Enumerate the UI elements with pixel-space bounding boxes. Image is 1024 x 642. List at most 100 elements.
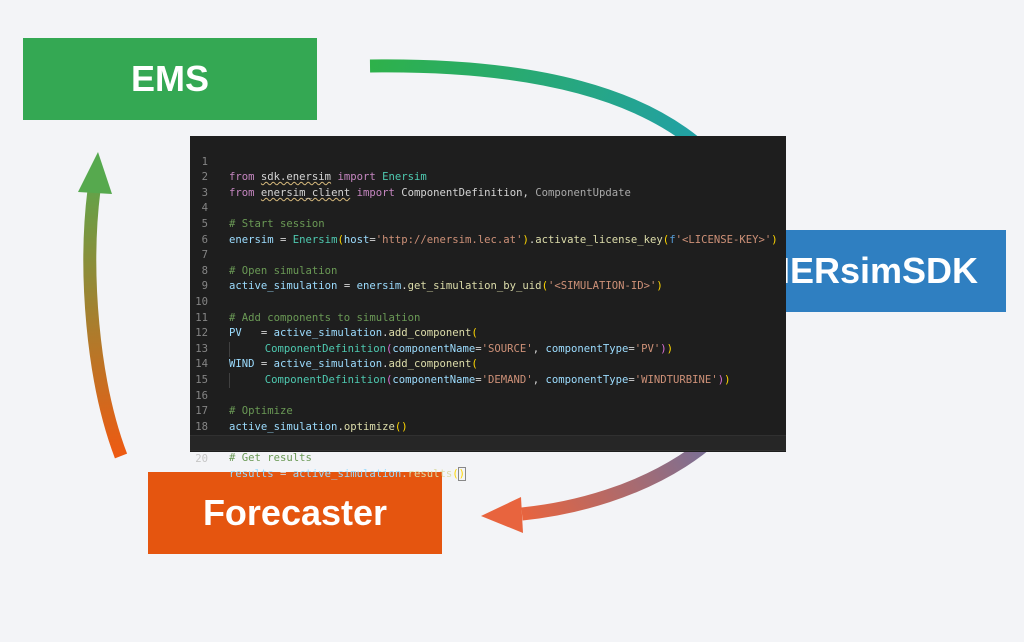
line-number: 2 [201, 171, 208, 184]
code-token: . [528, 233, 536, 246]
code-token: activate_license_key [535, 233, 663, 246]
code-line: 1 from sdk.enersim import Enersim [190, 139, 786, 184]
code-token: add_component [388, 327, 472, 340]
code-token: sdk.enersim [260, 171, 332, 184]
code-line: 17 active_simulation.optimize() [190, 389, 786, 433]
code-token: ) [771, 233, 778, 246]
line-number: 10 [195, 295, 208, 308]
code-token: ComponentDefinition [264, 373, 386, 386]
code-token: get_simulation_by_uid [407, 280, 542, 293]
ems-node: EMS [23, 38, 317, 120]
code-editor: 1 from sdk.enersim import Enersim 2 from… [190, 136, 786, 482]
line-number: 3 [201, 186, 208, 199]
code-token: ComponentUpdate [535, 186, 631, 199]
code-token: ComponentDefinition [264, 342, 386, 355]
code-token: componentType [545, 373, 629, 386]
line-number: 12 [195, 327, 208, 340]
code-token: = [369, 233, 376, 246]
code-line: 4 # Start session [190, 186, 786, 230]
line-number: 6 [201, 233, 208, 246]
code-token: , [532, 342, 546, 355]
code-token: host [343, 233, 370, 246]
code-line: 13 WIND = active_simulation.add_componen… [190, 326, 786, 371]
code-token: '<LICENSE-KEY>' [675, 233, 772, 246]
code-token: results [407, 468, 453, 481]
code-token: ( [662, 233, 670, 246]
code-token: ( [385, 342, 393, 355]
code-line: 8 active_simulation = enersim.get_simula… [190, 248, 786, 293]
line-number: 20 [195, 452, 208, 465]
code-token: . [401, 468, 408, 481]
code-token: ) [724, 373, 731, 386]
code-token: . [401, 280, 408, 293]
code-line: 3 [190, 170, 786, 199]
code-token: ComponentDefinition, [401, 186, 529, 199]
code-token: . [337, 420, 344, 433]
line-number: 1 [201, 155, 208, 168]
code-token: optimize [343, 420, 395, 433]
code-line: 16 # Optimize [190, 373, 786, 418]
code-line: 14 ComponentDefinition(componentName='DE… [190, 342, 786, 388]
code-token: active_simulation [273, 327, 383, 340]
code-token: ( [385, 373, 393, 386]
code-token: = [254, 358, 274, 371]
code-token: ( [471, 358, 478, 371]
code-token: from [229, 186, 255, 199]
code-token: ) [660, 342, 667, 355]
code-line-current: 20 results = active_simulation.results() [190, 435, 786, 482]
line-number: 4 [201, 202, 208, 215]
code-comment: # Add components to simulation [229, 311, 421, 324]
code-token: ( [471, 327, 478, 340]
text-cursor-bracket: ) [457, 467, 467, 482]
ems-label: EMS [130, 58, 209, 99]
line-number: 16 [195, 389, 208, 402]
line-number: 14 [195, 358, 208, 371]
code-token: = [273, 233, 293, 246]
code-token: enersim [356, 280, 402, 293]
code-line: 2 from enersim_client import ComponentDe… [190, 155, 786, 199]
line-number: 5 [201, 217, 208, 230]
line-number: 18 [195, 420, 208, 433]
code-token: results [229, 468, 274, 481]
code-token: ) [666, 342, 674, 355]
code-token: ( [541, 280, 548, 293]
code-line: 18 [190, 404, 786, 433]
code-comment: # Get results [229, 451, 312, 464]
code-token: = [337, 280, 357, 293]
code-token: Enersim [382, 171, 427, 184]
code-line: 6 [190, 217, 786, 246]
code-line: 12 ComponentDefinition(componentName='SO… [190, 311, 786, 357]
code-line: 7 # Open simulation [190, 233, 786, 277]
code-line: 15 [190, 357, 786, 386]
code-token: Enersim [292, 233, 338, 246]
code-token: import [337, 171, 376, 184]
forecaster-label: Forecaster [202, 492, 388, 533]
code-token: add_component [388, 358, 472, 371]
code-token: = [241, 327, 274, 340]
line-number: 11 [195, 311, 208, 324]
code-line: 11 PV = active_simulation.add_component( [190, 295, 786, 340]
code-line: 5 enersim = Enersim(host='http://enersim… [190, 201, 786, 246]
code-token: componentName [392, 373, 476, 386]
code-token: active_simulation [229, 280, 338, 293]
code-token: componentName [392, 342, 476, 355]
code-token: 'WINDTURBINE' [634, 373, 718, 386]
code-token: active_simulation [292, 468, 402, 481]
code-token: ( [452, 468, 459, 481]
code-comment: # Open simulation [229, 264, 338, 277]
code-token: 'DEMAND' [481, 373, 533, 386]
code-token: = [273, 468, 293, 481]
code-token: f [669, 233, 676, 246]
code-token: ( [337, 233, 344, 246]
code-token: import [356, 186, 395, 199]
code-token: 'http://enersim.lec.at' [375, 233, 523, 246]
forecaster-node: Forecaster [148, 472, 442, 554]
code-line: 9 [190, 264, 786, 292]
code-token: active_simulation [229, 420, 338, 433]
code-token: enersim_client [260, 186, 351, 199]
code-token: , [532, 373, 546, 386]
code-token: 'PV' [634, 342, 661, 355]
code-comment: # Start session [229, 217, 325, 230]
code-token: enersim [229, 233, 274, 246]
code-line: 19 # Get results [190, 420, 786, 464]
